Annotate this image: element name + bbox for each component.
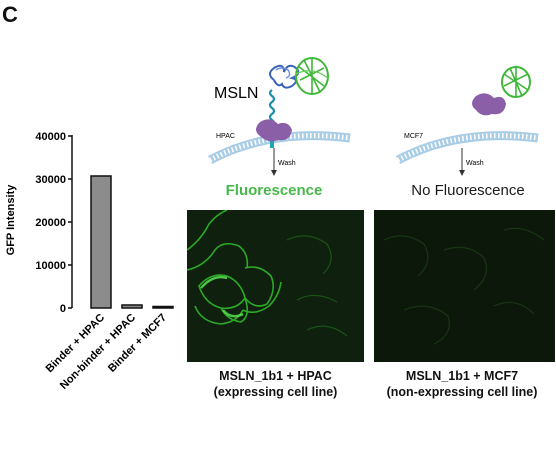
- y-tick-label: 0: [60, 303, 66, 315]
- y-tick-label: 10000: [35, 260, 66, 272]
- caption-mcf7: MSLN_1b1 + MCF7 (non-expressing cell lin…: [368, 368, 556, 400]
- caption-mcf7-line1: MSLN_1b1 + MCF7: [405, 369, 519, 383]
- fluorescence-label: Fluorescence: [225, 182, 323, 199]
- caption-hpac: MSLN_1b1 + HPAC (expressing cell line): [187, 368, 364, 400]
- binder-shape-right: [472, 93, 506, 116]
- bars: [90, 175, 174, 309]
- y-tick-label: 30000: [35, 174, 66, 186]
- wash-arrow-left: [271, 148, 277, 176]
- x-category-label: Binder + MCF7: [106, 312, 169, 375]
- y-tick-label: 40000: [35, 131, 66, 143]
- bar: [90, 175, 112, 309]
- wash-arrow-right: [459, 148, 465, 176]
- caption-mcf7-line2: (non-expressing cell line): [386, 385, 538, 399]
- bar: [121, 304, 143, 309]
- no-fluorescence-label: No Fluorescence: [411, 182, 525, 199]
- micrograph-mcf7: [374, 210, 555, 362]
- msln-label: MSLN: [214, 85, 258, 102]
- gfp-protein-right: [501, 66, 531, 98]
- binder-shape-left: [256, 119, 292, 142]
- wash-label-right: Wash: [466, 160, 484, 167]
- wash-label-left: Wash: [278, 160, 296, 167]
- y-tick-label: 20000: [35, 217, 66, 229]
- y-axis: 0 10000 20000 30000 40000: [35, 131, 73, 315]
- mcf7-membrane: [395, 131, 539, 164]
- bar: [152, 305, 174, 309]
- hpac-cells-image: [187, 210, 364, 362]
- mcf7-cells-image: [374, 210, 555, 362]
- panel-letter: C: [2, 2, 18, 27]
- gfp-bar-chart: 0 10000 20000 30000 40000 Binder + HPACNon-b…: [5, 131, 174, 392]
- caption-hpac-line1: MSLN_1b1 + HPAC: [219, 369, 332, 383]
- micrograph-hpac: [187, 210, 364, 362]
- binding-schematic: Wash Wash HPAC MCF7 MSLN: [207, 57, 539, 176]
- mcf7-label: MCF7: [404, 133, 423, 140]
- y-axis-title: GFP Intensity: [5, 184, 17, 256]
- gfp-protein-left: [295, 57, 329, 95]
- caption-hpac-line2: (expressing cell line): [213, 385, 338, 399]
- hpac-label: HPAC: [216, 133, 235, 140]
